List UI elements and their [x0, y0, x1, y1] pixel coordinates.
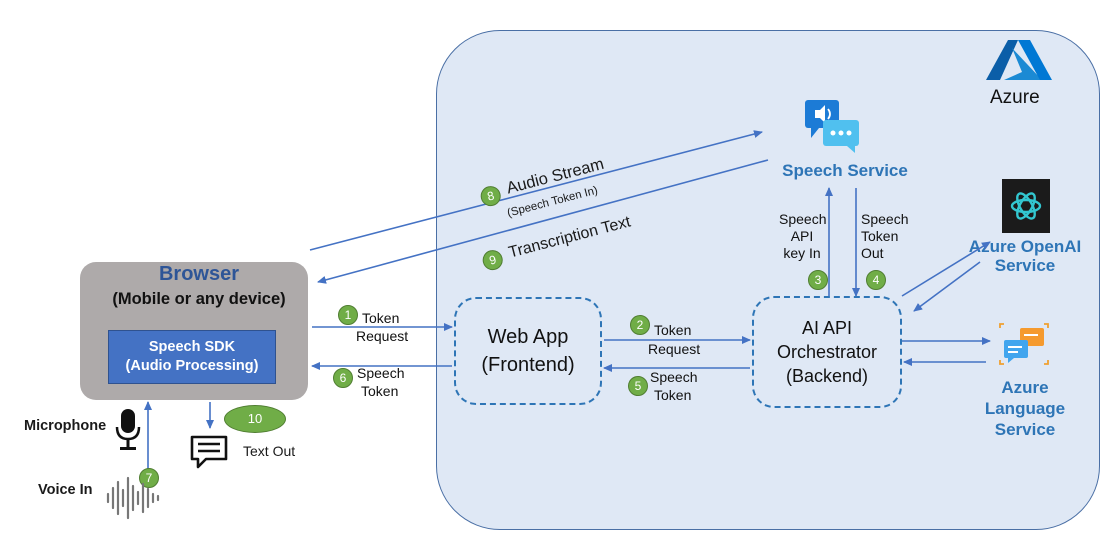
flow-3-label-2: API [790, 228, 814, 244]
flow-4-label-1: Speech [861, 211, 909, 227]
speech-sdk-box: Speech SDK (Audio Processing) [108, 330, 276, 384]
badge-7: 7 [139, 468, 159, 488]
flow-2-label-1: Token [654, 322, 692, 338]
browser-title: Browser [158, 263, 240, 285]
azure-logo-icon [986, 40, 1052, 80]
language-service-icon [999, 323, 1049, 365]
web-app-box: Web App (Frontend) [454, 297, 602, 405]
flow-5-label-2: Token [654, 387, 692, 403]
flow-3-label-3: key In [783, 245, 821, 261]
azure-label: Azure [990, 87, 1040, 108]
openai-label-1: Azure OpenAI [968, 237, 1082, 256]
speech-sdk-label: Speech SDK [148, 339, 236, 355]
speech-sdk-sublabel: (Audio Processing) [125, 358, 259, 374]
flow-6-label-1: Speech [357, 365, 405, 381]
text-out-label: Text Out [243, 443, 296, 459]
orchestrator-label-1: AI API [801, 318, 853, 338]
badge-6: 6 [333, 368, 353, 388]
flow-4-label-3: Out [861, 245, 884, 261]
flow-5-label-1: Speech [650, 369, 698, 385]
badge-1: 1 [338, 305, 358, 325]
microphone-icon [115, 409, 141, 450]
openai-icon [1002, 179, 1050, 233]
orchestrator-label-2: Orchestrator [776, 342, 878, 362]
openai-label-2: Service [994, 256, 1056, 275]
badge-4: 4 [866, 270, 886, 290]
voice-in-label: Voice In [38, 482, 93, 498]
badge-5: 5 [628, 376, 648, 396]
arrow-transcription-9 [317, 159, 769, 284]
language-label-3: Service [994, 420, 1056, 439]
speech-service-label: Speech Service [782, 161, 908, 180]
azure-region [436, 30, 1100, 530]
text-output-icon [190, 435, 228, 469]
flow-3-label-1: Speech [779, 211, 827, 227]
browser-subtitle: (Mobile or any device) [112, 290, 286, 308]
badge-10: 10 [224, 405, 286, 433]
flow-2-label-2: Request [648, 341, 701, 357]
flow-6-label-2: Token [361, 383, 399, 399]
web-app-sublabel: (Frontend) [481, 354, 575, 376]
microphone-label: Microphone [24, 418, 107, 434]
language-label-1: Azure [1001, 378, 1049, 397]
speech-service-icon [805, 100, 859, 153]
sound-wave-icon [106, 476, 160, 520]
arrow-to-openai [901, 241, 991, 297]
badge-2: 2 [630, 315, 650, 335]
orchestrator-label-3: (Backend) [785, 366, 869, 386]
language-label-2: Language [984, 399, 1066, 418]
arrow-from-openai [913, 261, 981, 312]
flow-1-label-2: Request [356, 328, 409, 344]
badge-3: 3 [808, 270, 828, 290]
flow-4-label-2: Token [861, 228, 899, 244]
orchestrator-box: AI API Orchestrator (Backend) [752, 296, 902, 408]
arrow-audio-stream-8 [309, 130, 763, 251]
flow-1-label-1: Token [362, 310, 400, 326]
web-app-label: Web App [487, 326, 569, 348]
